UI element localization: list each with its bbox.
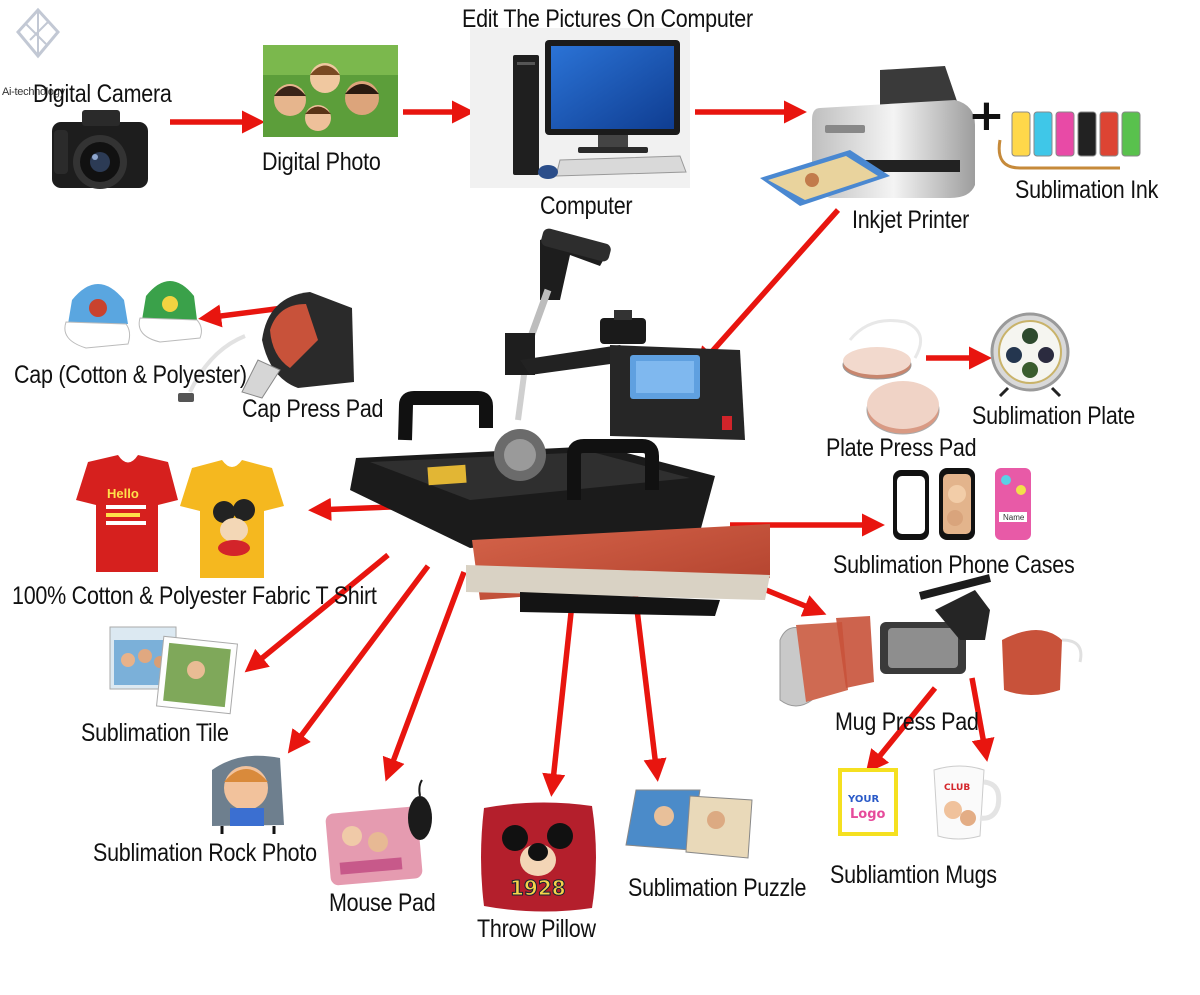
digital-camera-label: Digital Camera [33,80,172,108]
arrow-press-to-rock [287,564,431,754]
cap-press-pad-label: Cap Press Pad [242,395,384,423]
watermark-logo [16,7,60,59]
sublimation-tile-icon [109,626,239,715]
phone-cases-icon: Name [893,468,1031,540]
computer-label: Computer [540,192,633,220]
shirt-print-text: Hello [107,486,139,501]
phone-cases-label: Sublimation Phone Cases [833,551,1075,579]
puzzle-label: Sublimation Puzzle [628,874,807,902]
throw-pillow-label: Throw Pillow [477,915,596,943]
mugs-icon: YOUR Logo CLUB [838,765,1002,840]
sublimation-tile-label: Sublimation Tile [81,719,229,747]
inkjet-printer-icon [760,66,975,206]
desktop-computer-icon [470,28,690,188]
heat-press-machine-icon [350,228,770,616]
rock-photo-icon [212,755,284,834]
arrow-printer-to-press [695,208,841,371]
edit-pictures-label: Edit The Pictures On Computer [462,5,753,33]
yellow-tshirt-icon [180,460,284,578]
phone-case-name-text: Name [1003,513,1025,522]
mug-press-pad-icon [779,574,1083,707]
arrow-mugpad-to-mug1 [865,686,938,774]
tshirt-label: 100% Cotton & Polyester Fabric T Shirt [12,582,377,610]
sublimation-plate-icon [990,312,1070,398]
rock-photo-label: Sublimation Rock Photo [93,839,317,867]
mug-logo-text-b: Logo [850,807,886,822]
red-tshirt-icon: Hello [76,455,178,572]
ink-system-icon [997,111,1141,170]
mugs-label: Subliamtion Mugs [830,861,997,889]
arrow-mugpad-to-mug2 [969,677,995,762]
watermark-text: Ai-technology [2,86,65,98]
inkjet-printer-label: Inkjet Printer [852,206,970,234]
arrow-press-to-tile [244,552,390,673]
cap-products [64,281,202,349]
camera-icon [52,110,148,189]
plate-press-pad-icon [842,318,940,435]
arrow-press-to-cap [198,304,284,328]
mouse-pad-icon [325,779,432,886]
sublimation-ink-label: Sublimation Ink [1015,176,1159,204]
mug-press-pad-label: Mug Press Pad [835,708,979,736]
plus-sign: + [968,90,1005,141]
cap-press-pad-icon [178,292,354,402]
mug-club-text: CLUB [944,783,970,793]
digital-photo-label: Digital Photo [262,148,381,176]
mug-logo-text-a: YOUR [847,794,880,805]
sublimation-plate-label: Sublimation Plate [972,402,1135,430]
arrow-press-to-pillow [542,584,577,797]
pillow-print-text: 1928 [510,876,566,900]
mouse-pad-label: Mouse Pad [329,889,436,917]
throw-pillow-icon: 1928 [481,802,596,912]
puzzle-icon [625,789,753,859]
arrow-press-to-mousepad [382,571,467,782]
cap-label: Cap (Cotton & Polyester) [14,361,247,389]
plate-press-pad-label: Plate Press Pad [826,434,977,462]
family-photo-icon [263,45,398,137]
